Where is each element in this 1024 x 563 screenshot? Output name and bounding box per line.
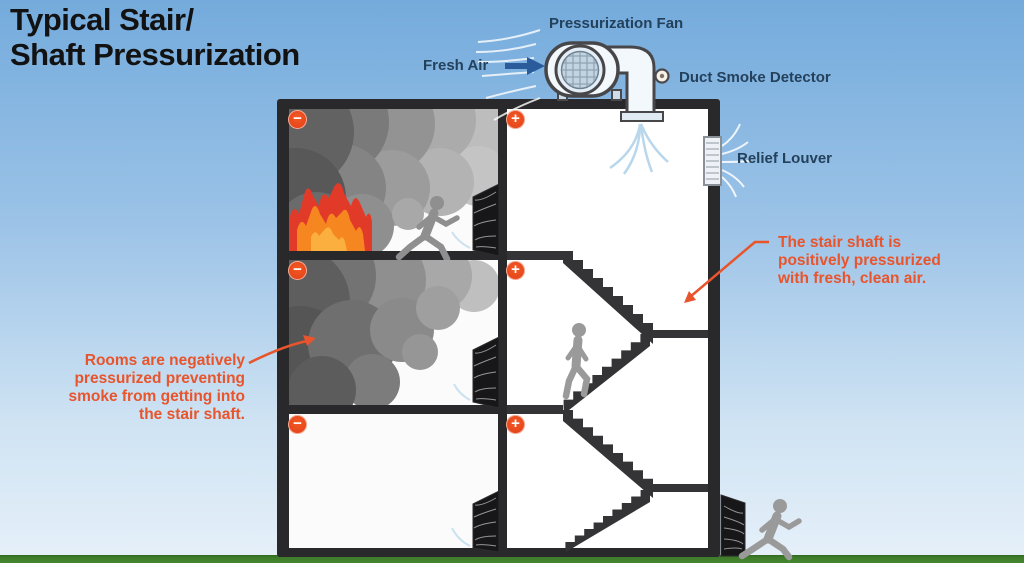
stair-flight	[563, 251, 653, 344]
stair-flight	[563, 410, 653, 498]
exit-door-louver	[720, 494, 746, 557]
smoke-floor-3	[289, 109, 498, 251]
evacuee-running-room	[395, 196, 460, 263]
supply-air-streams	[609, 123, 669, 175]
annotation-rooms-negative: Rooms are negatively pressurized prevent…	[68, 352, 245, 423]
negative-pressure-badge-floor-2: −	[288, 261, 307, 280]
stair-flight	[565, 490, 650, 552]
label-duct-smoke-detector: Duct Smoke Detector	[679, 69, 831, 86]
evacuee-running-outside	[738, 499, 802, 561]
grass-strip	[0, 555, 1024, 563]
evacuee-on-stairs	[562, 323, 591, 400]
stair-door-louver-floor-3	[451, 183, 500, 257]
callout-arrow-rooms	[248, 335, 316, 365]
annotation-shaft-positive: The stair shaft is positively pressurize…	[778, 234, 941, 287]
label-relief-louver: Relief Louver	[737, 150, 833, 167]
duct-diffuser	[620, 111, 664, 122]
smoke-floor-2	[289, 260, 498, 405]
label-pressurization-fan: Pressurization Fan	[549, 15, 684, 32]
positive-pressure-badge-floor-3: +	[506, 110, 525, 129]
page-title-line1: Typical Stair/	[10, 2, 194, 37]
relief-louver-vent	[693, 123, 752, 198]
fresh-air-arrow	[505, 57, 545, 75]
negative-pressure-badge-floor-1: −	[288, 415, 307, 434]
stair-door-louver-floor-1	[451, 490, 500, 553]
positive-pressure-badge-floor-1: +	[506, 415, 525, 434]
duct-smoke-detector-device	[654, 68, 670, 84]
stair-door-louver-floor-2	[453, 336, 500, 409]
callout-arrow-shaft	[684, 240, 769, 303]
negative-pressure-badge-floor-3: −	[288, 110, 307, 129]
positive-pressure-badge-floor-2: +	[506, 261, 525, 280]
page-title-line2: Shaft Pressurization	[10, 37, 300, 72]
label-fresh-air: Fresh Air	[423, 57, 489, 74]
stair-shaft	[507, 109, 708, 548]
fire	[290, 183, 372, 251]
pressurization-fan-assembly	[475, 29, 670, 175]
room-floor-1	[289, 414, 498, 548]
page-title: Typical Stair/ Shaft Pressurization	[10, 2, 300, 72]
